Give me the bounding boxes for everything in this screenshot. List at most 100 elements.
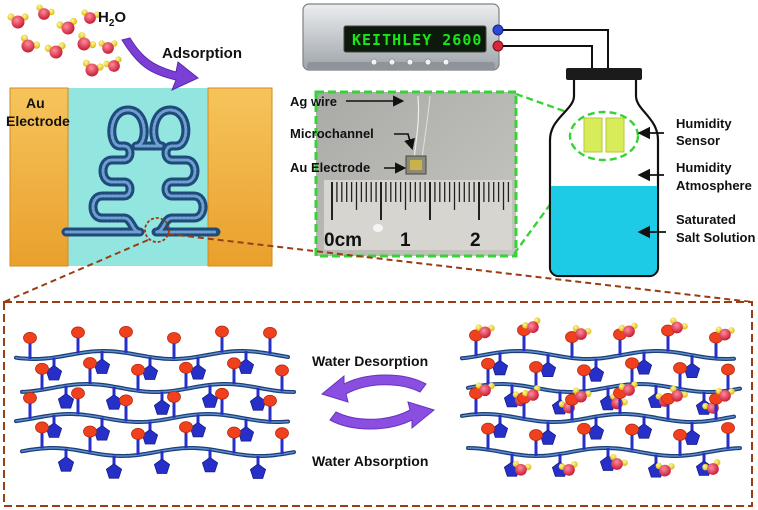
side-group — [71, 387, 85, 415]
side-group — [227, 357, 241, 385]
ruler-label-2: 2 — [470, 230, 481, 251]
salt-solution — [551, 186, 657, 275]
zoom-circle — [144, 217, 170, 243]
side-group — [189, 356, 207, 380]
side-group — [35, 362, 49, 390]
side-group — [35, 421, 49, 449]
side-group — [683, 421, 701, 445]
water-molecule — [77, 32, 97, 51]
side-group — [673, 362, 687, 390]
water-molecule — [618, 322, 638, 338]
water-molecule — [618, 381, 638, 396]
water-molecule — [82, 59, 104, 77]
meter-knob-4[interactable] — [424, 58, 432, 66]
left-electrode — [9, 87, 69, 267]
water-molecule — [572, 324, 592, 340]
water-molecule — [81, 9, 101, 24]
photo-inset: 0cm 1 2 — [314, 90, 518, 258]
side-group — [153, 391, 171, 415]
meter-knob-2[interactable] — [388, 58, 396, 66]
water-molecules — [7, 4, 122, 77]
side-group — [23, 392, 37, 419]
meter-knob-5[interactable] — [442, 58, 450, 66]
keithley-meter: KEITHLEY 2600 — [302, 3, 504, 71]
side-group — [201, 449, 219, 473]
water-formula: H2O — [98, 9, 126, 29]
water-molecule — [98, 40, 118, 54]
zoom-connector-left — [3, 239, 149, 303]
side-group — [167, 390, 181, 418]
solution-label-line1: Saturated — [676, 212, 736, 227]
solution-label-line2: Salt Solution — [676, 230, 756, 245]
polymer-wet-state — [460, 317, 742, 478]
side-group — [481, 422, 495, 450]
water-molecule — [475, 324, 495, 339]
side-group — [529, 429, 543, 456]
side-group — [105, 455, 123, 479]
adsorption-label: Adsorption — [162, 45, 242, 62]
side-group — [481, 357, 495, 385]
adsorption-arrow — [121, 37, 199, 91]
humidity-sensor-right — [605, 117, 625, 153]
water-molecule — [7, 13, 29, 29]
water-molecule — [558, 461, 578, 476]
sensor-label-line1: Humidity — [676, 116, 732, 131]
side-group — [57, 448, 75, 472]
water-molecule — [522, 317, 541, 333]
side-group — [275, 427, 289, 455]
side-group — [613, 328, 627, 356]
water-molecule — [670, 385, 688, 402]
side-group — [83, 425, 97, 453]
water-molecule — [670, 317, 688, 334]
desorption-arrow — [320, 374, 427, 403]
terminal-red[interactable] — [492, 40, 504, 52]
humidity-sensor-left — [583, 117, 603, 153]
side-group — [625, 357, 639, 385]
side-group — [249, 387, 267, 411]
side-group — [119, 325, 133, 353]
ruler-ticks — [331, 182, 510, 232]
water-molecule — [512, 460, 532, 476]
absorption-label: Water Absorption — [312, 453, 428, 469]
side-group — [57, 385, 75, 409]
side-group — [131, 428, 145, 455]
side-group — [635, 415, 653, 439]
side-group — [673, 428, 687, 456]
zoom-connector-right — [167, 233, 753, 303]
water-molecule — [610, 453, 628, 470]
bottle-cap — [566, 68, 642, 80]
water-molecule — [475, 382, 495, 397]
electrode-label-line1: Au — [26, 95, 45, 111]
meter-display — [343, 25, 487, 53]
water-molecule — [56, 17, 78, 35]
atmosphere-label-line2: Atmosphere — [676, 178, 752, 193]
side-group — [275, 364, 289, 392]
au-electrode-photo-label: Au Electrode — [290, 160, 370, 175]
water-molecule — [572, 387, 592, 403]
side-group — [179, 361, 193, 389]
side-group — [721, 363, 735, 391]
side-group — [189, 414, 207, 438]
side-group — [179, 421, 193, 449]
side-group — [227, 426, 241, 454]
side-group — [215, 387, 229, 415]
absorption-arrow — [329, 401, 436, 430]
ruler-label-1: 1 — [400, 230, 411, 251]
water-molecule — [715, 326, 735, 341]
meter-knob-3[interactable] — [406, 58, 414, 66]
bottle — [548, 68, 660, 278]
side-group — [683, 355, 701, 379]
terminal-blue[interactable] — [492, 24, 504, 36]
microchannel-label: Microchannel — [290, 126, 374, 141]
meter-display-text: KEITHLEY 2600 — [352, 31, 482, 49]
side-group — [71, 326, 85, 354]
electrode-label-line2: Electrode — [6, 113, 70, 129]
meter-knob-1[interactable] — [370, 58, 378, 66]
side-group — [237, 418, 255, 442]
side-group — [119, 394, 133, 422]
side-group — [167, 332, 181, 359]
sensor-label-line2: Sensor — [676, 133, 720, 148]
side-group — [131, 363, 145, 391]
side-group — [263, 394, 277, 422]
